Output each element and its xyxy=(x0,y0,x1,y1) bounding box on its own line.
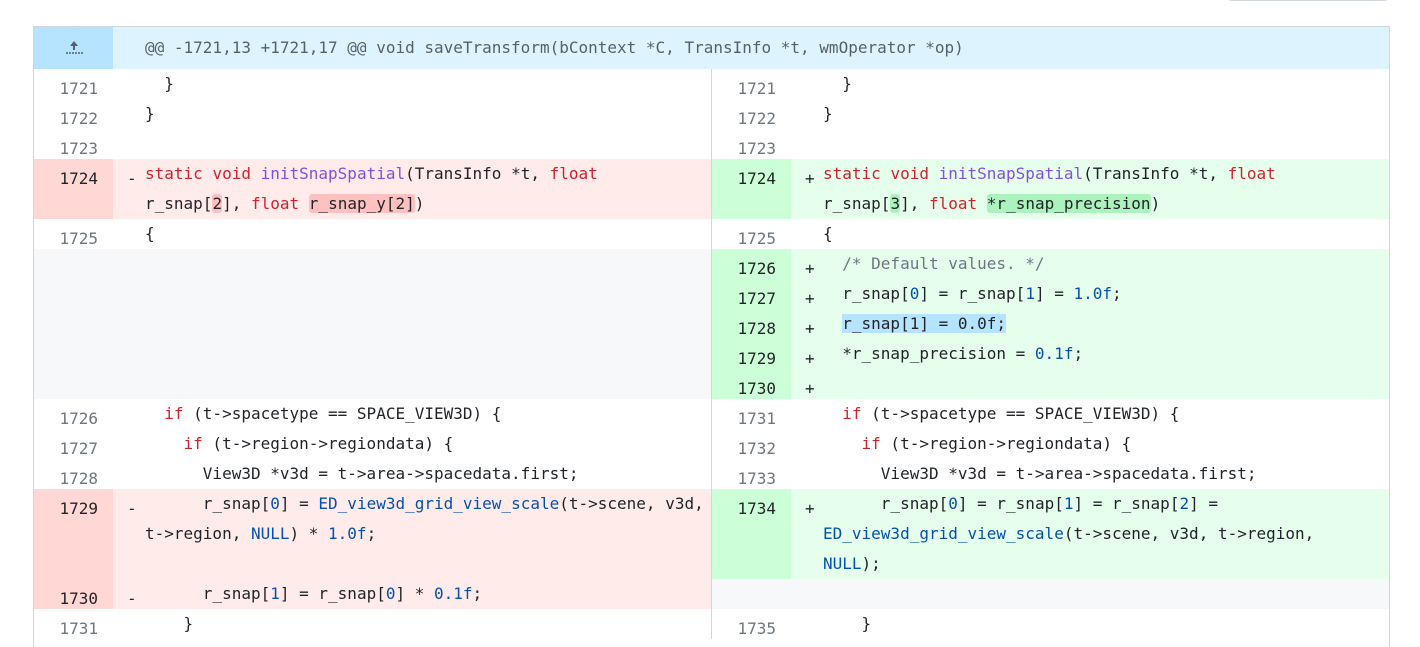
line-number-right[interactable]: 1729 xyxy=(712,339,791,369)
code-left xyxy=(145,129,711,159)
diff-row-deleted: 1730 - r_snap[1] = r_snap[0] * 0.1f; xyxy=(34,579,1389,609)
code-right: r_snap[0] = r_snap[1] = r_snap[2] = ED_v… xyxy=(823,494,1324,573)
line-number-right[interactable]: 1732 xyxy=(737,439,776,458)
diff-row-changed: 1729 - r_snap[0] = ED_view3d_grid_view_s… xyxy=(34,489,1389,579)
code-right: if (t->spacetype == SPACE_VIEW3D) { xyxy=(842,404,1180,423)
line-number-right[interactable]: 1728 xyxy=(712,309,791,339)
hunk-header-row: @@ -1721,13 +1721,17 @@ void saveTransfo… xyxy=(34,27,1389,69)
addition-marker: + xyxy=(805,499,815,518)
code-left: View3D *v3d = t->area->spacedata.first; xyxy=(202,464,579,483)
line-number-left[interactable]: 1727 xyxy=(59,439,98,458)
code-right: } xyxy=(823,104,833,123)
line-number-right[interactable]: 1723 xyxy=(737,139,776,158)
code-right: { xyxy=(823,224,833,243)
line-number-right[interactable]: 1734 xyxy=(712,489,791,579)
code-left: r_snap[1] = r_snap[0] * 0.1f; xyxy=(202,584,483,603)
code-right: } xyxy=(823,74,852,93)
addition-marker: + xyxy=(805,349,815,368)
line-number-right[interactable]: 1735 xyxy=(737,619,776,638)
line-number-right[interactable]: 1727 xyxy=(712,279,791,309)
hunk-header-text: @@ -1721,13 +1721,17 @@ void saveTransfo… xyxy=(145,38,964,57)
addition-marker: + xyxy=(805,169,815,188)
line-number-left[interactable]: 1723 xyxy=(59,139,98,158)
addition-marker: + xyxy=(805,319,815,338)
selected-text: r_snap[1] = 0.0f; xyxy=(842,314,1007,333)
line-number-left[interactable]: 1729 xyxy=(34,489,113,579)
deletion-marker: - xyxy=(127,589,137,608)
code-right: /* Default values. */ xyxy=(842,254,1045,273)
view-file-button[interactable] xyxy=(1226,0,1390,1)
line-number-right[interactable]: 1725 xyxy=(737,229,776,248)
addition-marker: + xyxy=(805,259,815,278)
expand-up-button[interactable] xyxy=(34,27,113,69)
diff-row: 1723 1723 xyxy=(34,129,1389,159)
code-right: r_snap[1] = 0.0f; xyxy=(823,309,1389,339)
diff-row: 1726 if (t->spacetype == SPACE_VIEW3D) {… xyxy=(34,399,1389,429)
diff-row-changed: 1724 - static void initSnapSpatial(Trans… xyxy=(34,159,1389,219)
addition-marker: + xyxy=(805,379,815,398)
code-left: if (t->spacetype == SPACE_VIEW3D) { xyxy=(164,404,502,423)
line-number-right[interactable]: 1731 xyxy=(737,409,776,428)
line-number-left[interactable]: 1721 xyxy=(59,79,98,98)
line-number-right[interactable]: 1722 xyxy=(737,109,776,128)
diff-row: 1721 } 1721 } xyxy=(34,69,1389,99)
deletion-marker: - xyxy=(127,169,137,188)
line-number-left[interactable]: 1725 xyxy=(59,229,98,248)
line-number-left[interactable]: 1730 xyxy=(34,579,113,609)
code-left: r_snap[0] = ED_view3d_grid_view_scale(t-… xyxy=(145,494,714,543)
line-number-left[interactable]: 1724 xyxy=(34,159,113,219)
split-diff-view: @@ -1721,13 +1721,17 @@ void saveTransfo… xyxy=(33,26,1390,647)
line-number-right[interactable]: 1726 xyxy=(712,249,791,279)
code-right xyxy=(823,369,1389,399)
code-left: static void initSnapSpatial(TransInfo *t… xyxy=(145,164,598,213)
code-right: if (t->region->regiondata) { xyxy=(861,434,1132,453)
diff-row-added: 1730 + xyxy=(34,369,1389,399)
code-left: } xyxy=(145,614,194,633)
diff-row-added: 1726 + /* Default values. */ xyxy=(34,249,1389,279)
line-number-right[interactable]: 1724 xyxy=(712,159,791,219)
diff-row-added: 1729 + *r_snap_precision = 0.1f; xyxy=(34,339,1389,369)
line-number-left[interactable]: 1731 xyxy=(59,619,98,638)
diff-row: 1728 View3D *v3d = t->area->spacedata.fi… xyxy=(34,459,1389,489)
line-number-left[interactable]: 1726 xyxy=(59,409,98,428)
diff-row: 1725 { 1725 { xyxy=(34,219,1389,249)
code-left: if (t->region->regiondata) { xyxy=(183,434,454,453)
diff-row: 1731 } 1735 } xyxy=(34,609,1389,639)
code-right: *r_snap_precision = 0.1f; xyxy=(842,344,1084,363)
line-number-left[interactable]: 1728 xyxy=(59,469,98,488)
code-right: r_snap[0] = r_snap[1] = 1.0f; xyxy=(842,284,1122,303)
diff-row: 1727 if (t->region->regiondata) { 1732 i… xyxy=(34,429,1389,459)
diff-row: 1722 } 1722 } xyxy=(34,99,1389,129)
code-right: View3D *v3d = t->area->spacedata.first; xyxy=(880,464,1257,483)
line-number-right[interactable]: 1721 xyxy=(737,79,776,98)
diff-row-added: 1727 + r_snap[0] = r_snap[1] = 1.0f; xyxy=(34,279,1389,309)
code-left: } xyxy=(145,74,174,93)
code-left: } xyxy=(145,104,155,123)
diff-row-added: 1728 + r_snap[1] = 0.0f; xyxy=(34,309,1389,339)
line-number-left[interactable]: 1722 xyxy=(59,109,98,128)
code-right: } xyxy=(823,614,872,633)
code-right xyxy=(823,129,1389,159)
line-number-right[interactable]: 1733 xyxy=(737,469,776,488)
line-number-right[interactable]: 1730 xyxy=(712,369,791,399)
deletion-marker: - xyxy=(127,499,137,518)
code-left: { xyxy=(145,224,155,243)
expand-up-icon xyxy=(65,41,83,54)
code-right: static void initSnapSpatial(TransInfo *t… xyxy=(823,164,1276,213)
addition-marker: + xyxy=(805,289,815,308)
